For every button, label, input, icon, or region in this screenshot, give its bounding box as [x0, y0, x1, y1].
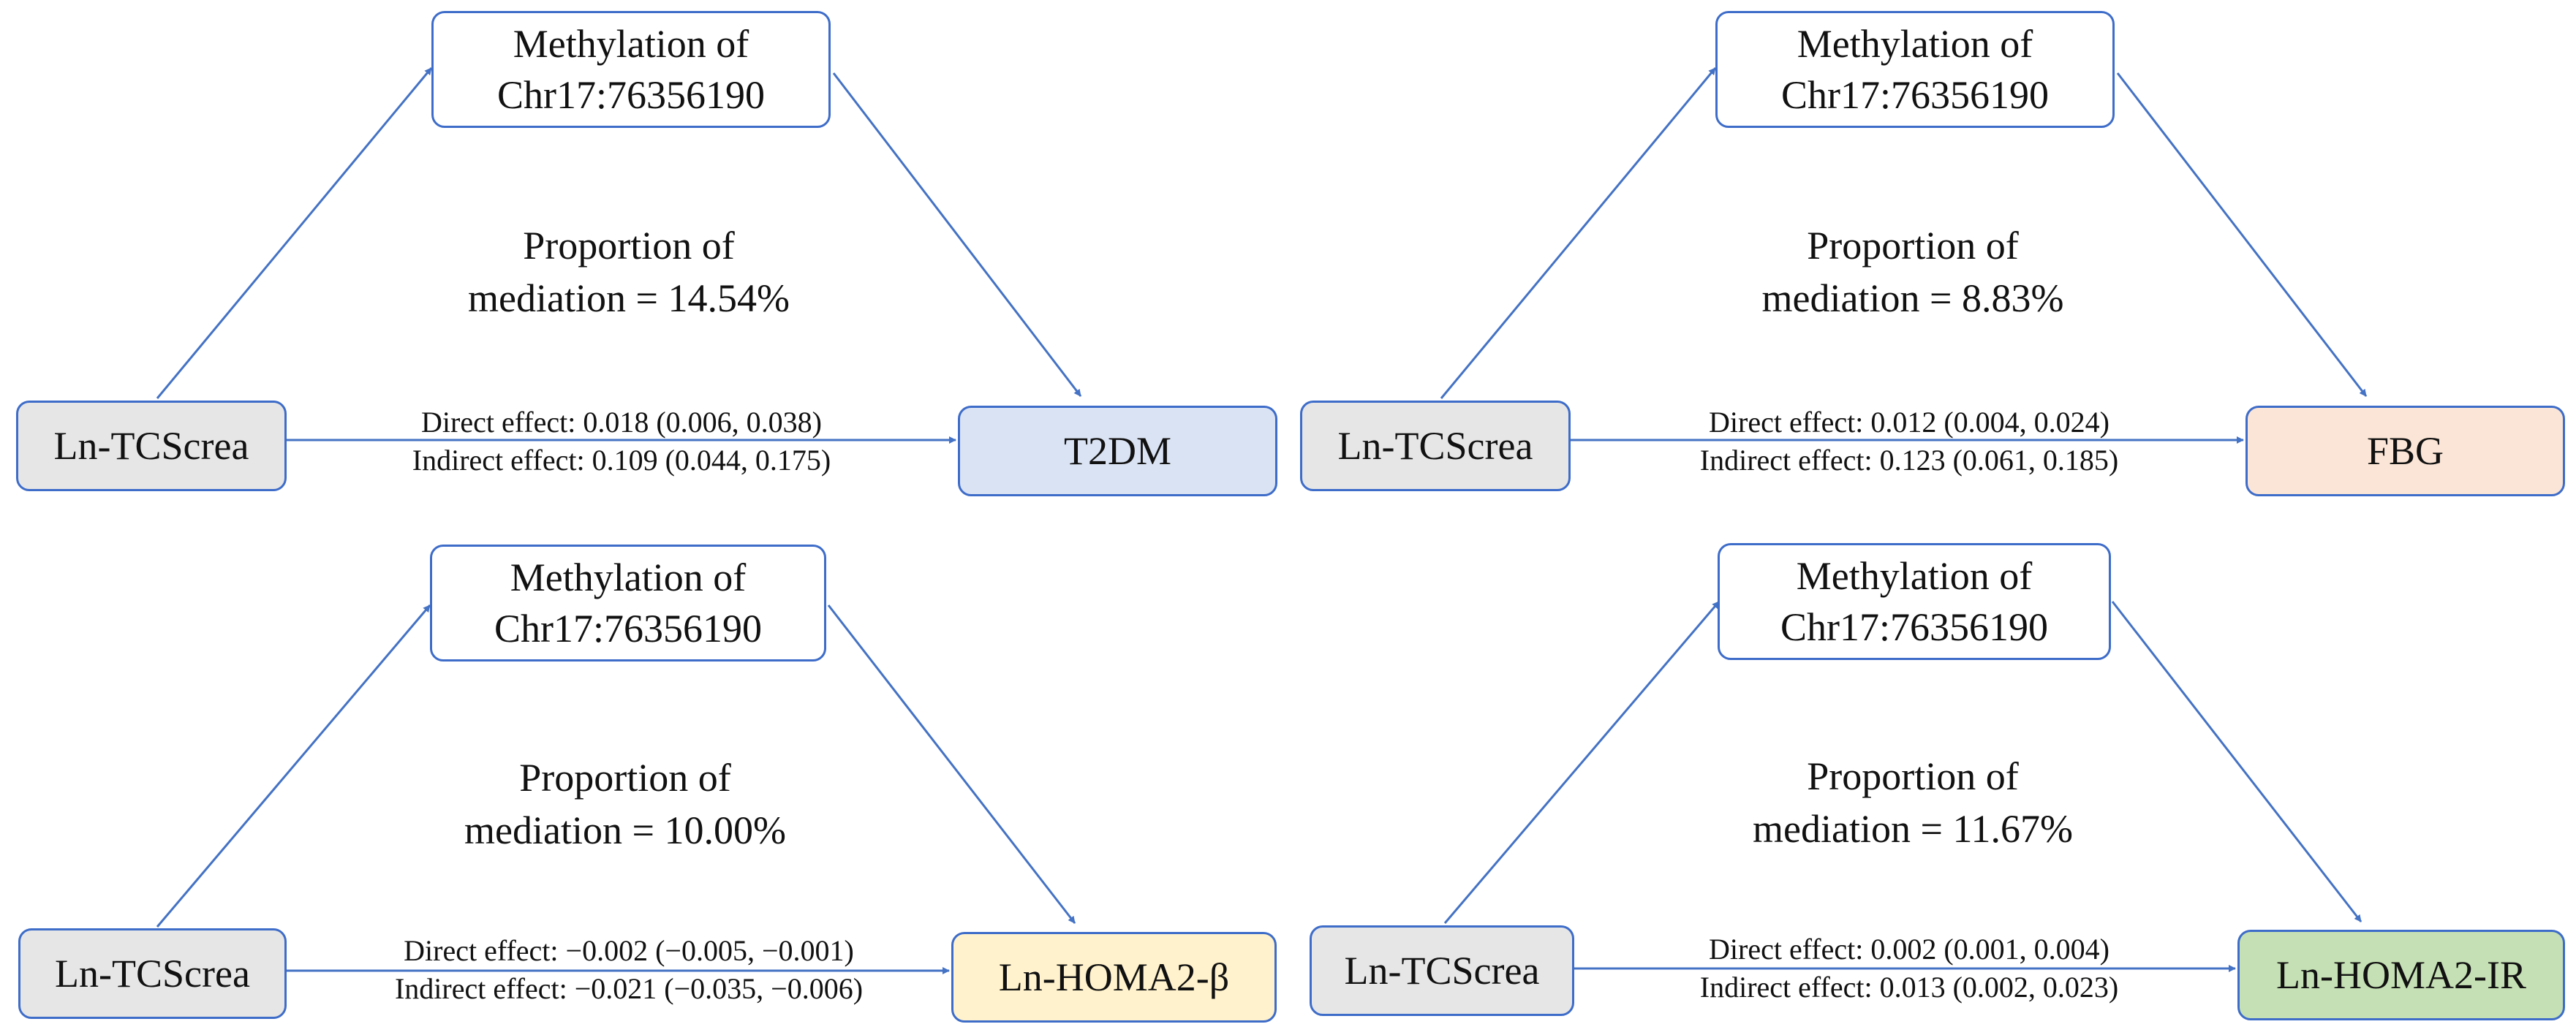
direct-effect-label: Direct effect: 0.002 (0.001, 0.004) — [1709, 933, 2109, 966]
proportion-text: Proportion of mediation = 8.83% — [1693, 219, 2132, 325]
effect-text: Direct effect: 0.002 (0.001, 0.004) Indi… — [1613, 930, 2205, 1006]
exposure-box: Ln-TCScrea — [1300, 401, 1571, 491]
indirect-effect-label: Indirect effect: 0.123 (0.061, 0.185) — [1699, 444, 2119, 477]
indirect-effect-label: Indirect effect: 0.109 (0.044, 0.175) — [412, 444, 831, 477]
proportion-text: Proportion of mediation = 11.67% — [1693, 750, 2132, 855]
outcome-box: FBG — [2245, 406, 2565, 496]
mediator-box: Methylation of Chr17:76356190 — [431, 11, 831, 128]
exposure-to-mediator-arrow — [1443, 601, 1721, 924]
mediation-panel-homa2-beta: Methylation of Chr17:76356190 Ln-TCScrea… — [0, 518, 1288, 1035]
mediator-label-line1: Methylation of — [1796, 554, 2033, 598]
exposure-box: Ln-TCScrea — [18, 928, 287, 1019]
outcome-label: FBG — [2366, 429, 2444, 473]
mediator-label-line2: Chr17:76356190 — [1780, 73, 2049, 117]
proportion-line2: mediation = 11.67% — [1753, 807, 2073, 851]
direct-effect-label: Direct effect: 0.018 (0.006, 0.038) — [421, 406, 822, 439]
mediation-panel-t2dm: Methylation of Chr17:76356190 Ln-TCScrea… — [0, 0, 1288, 518]
mediator-box: Methylation of Chr17:76356190 — [1715, 11, 2115, 128]
exposure-to-mediator-arrow — [1440, 67, 1717, 399]
mediator-to-outcome-arrow — [2116, 72, 2368, 397]
exposure-label: Ln-TCScrea — [1337, 424, 1533, 468]
outcome-label: T2DM — [1064, 429, 1171, 473]
proportion-line1: Proportion of — [523, 224, 735, 268]
exposure-to-mediator-arrow — [156, 67, 433, 399]
proportion-line2: mediation = 8.83% — [1761, 276, 2064, 320]
mediator-label-line2: Chr17:76356190 — [1780, 605, 2048, 649]
exposure-label: Ln-TCScrea — [53, 424, 249, 468]
mediator-label-line1: Methylation of — [513, 22, 749, 66]
direct-effect-label: Direct effect: 0.012 (0.004, 0.024) — [1709, 406, 2109, 439]
mediator-box: Methylation of Chr17:76356190 — [1718, 543, 2111, 660]
panel-arrows — [156, 604, 1076, 974]
outcome-label: Ln-HOMA2-IR — [2276, 953, 2526, 997]
proportion-text: Proportion of mediation = 14.54% — [409, 219, 848, 325]
effect-text: Direct effect: −0.002 (−0.005, −0.001) I… — [307, 932, 951, 1008]
exposure-box: Ln-TCScrea — [16, 401, 287, 491]
proportion-line2: mediation = 14.54% — [468, 276, 790, 320]
proportion-line2: mediation = 10.00% — [464, 808, 786, 852]
exposure-to-mediator-arrow — [156, 604, 431, 928]
effect-text: Direct effect: 0.018 (0.006, 0.038) Indi… — [329, 403, 914, 479]
proportion-text: Proportion of mediation = 10.00% — [406, 751, 845, 857]
mediation-panel-homa2-ir: Methylation of Chr17:76356190 Ln-TCScrea… — [1288, 518, 2575, 1035]
mediator-box: Methylation of Chr17:76356190 — [430, 545, 826, 661]
proportion-line1: Proportion of — [1807, 754, 2019, 798]
exposure-box: Ln-TCScrea — [1310, 925, 1574, 1016]
panel-arrows — [1443, 601, 2362, 972]
direct-effect-label: Direct effect: −0.002 (−0.005, −0.001) — [404, 934, 854, 967]
mediator-label-line1: Methylation of — [510, 556, 747, 599]
indirect-effect-label: Indirect effect: 0.013 (0.002, 0.023) — [1699, 971, 2119, 1004]
mediator-to-outcome-arrow — [832, 72, 1082, 397]
proportion-line1: Proportion of — [519, 756, 731, 800]
mediator-label-line2: Chr17:76356190 — [496, 73, 765, 117]
indirect-effect-label: Indirect effect: −0.021 (−0.035, −0.006) — [394, 972, 864, 1005]
mediation-panel-fbg: Methylation of Chr17:76356190 Ln-TCScrea… — [1288, 0, 2575, 518]
mediator-to-outcome-arrow — [2111, 601, 2362, 922]
outcome-label: Ln-HOMA2-β — [998, 955, 1230, 999]
outcome-box: Ln-HOMA2-IR — [2237, 930, 2565, 1020]
outcome-box: Ln-HOMA2-β — [951, 932, 1277, 1023]
panel-arrows — [1440, 67, 2368, 444]
mediator-label-line1: Methylation of — [1797, 22, 2033, 66]
exposure-label: Ln-TCScrea — [1344, 949, 1540, 993]
effect-text: Direct effect: 0.012 (0.004, 0.024) Indi… — [1613, 403, 2205, 479]
mediator-to-outcome-arrow — [827, 604, 1076, 924]
mediator-label-line2: Chr17:76356190 — [494, 607, 762, 651]
proportion-line1: Proportion of — [1807, 224, 2019, 268]
outcome-box: T2DM — [958, 406, 1277, 496]
exposure-label: Ln-TCScrea — [55, 952, 250, 996]
panel-arrows — [156, 67, 1082, 444]
